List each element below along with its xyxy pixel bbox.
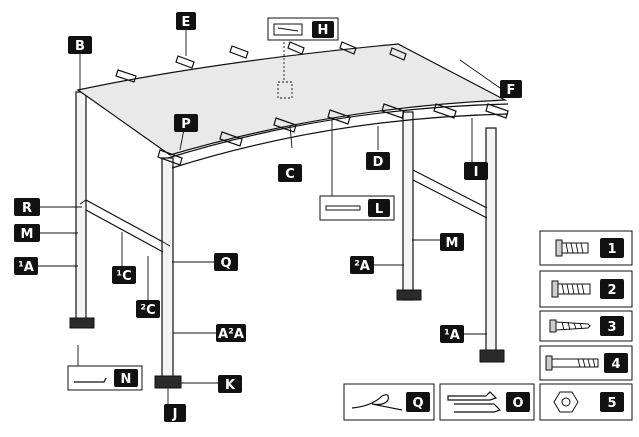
base-front-left: [154, 375, 182, 389]
bolt-long-icon: [545, 355, 599, 371]
svg-text:¹A: ¹A: [18, 260, 34, 275]
post-front-left: [161, 157, 174, 385]
rod-bent-icon: [74, 377, 107, 383]
svg-text:2: 2: [607, 283, 616, 298]
label-a1-left: ¹A: [14, 257, 38, 275]
part-labels: E B F P C D I R: [14, 12, 522, 422]
svg-text:Q: Q: [220, 256, 231, 271]
label-f: F: [500, 80, 522, 98]
label-j: J: [164, 404, 186, 422]
hardware-item-4: 4: [539, 345, 633, 381]
label-m-left: M: [14, 224, 40, 242]
svg-text:M: M: [21, 227, 34, 242]
post-back-left: [75, 91, 87, 328]
svg-text:J: J: [172, 407, 178, 422]
label-m-right: M: [440, 233, 464, 251]
svg-text:F: F: [507, 83, 516, 98]
label-c2: ²C: [136, 300, 160, 318]
label-a2a: A²A: [216, 324, 246, 342]
part-box-o: O: [439, 383, 535, 421]
svg-text:P: P: [181, 117, 191, 132]
label-d: D: [366, 152, 390, 170]
label-c: C: [278, 164, 302, 182]
part-box-h: H: [267, 17, 339, 41]
bolt-short-icon: [555, 239, 589, 257]
front-rafters: [157, 103, 509, 166]
svg-text:B: B: [75, 39, 85, 54]
hardware-item-1: 1: [539, 230, 633, 266]
svg-text:3: 3: [607, 320, 616, 335]
svg-text:5: 5: [607, 396, 616, 411]
nut-icon: [553, 391, 579, 413]
screw-icon: [549, 319, 591, 333]
label-a1-right: ¹A: [440, 325, 464, 343]
h-dashed-hint: [277, 42, 293, 99]
svg-text:I: I: [474, 165, 479, 180]
svg-text:K: K: [225, 378, 236, 393]
svg-text:E: E: [182, 15, 191, 30]
svg-text:1: 1: [607, 242, 616, 257]
rod-icon: [325, 205, 361, 211]
bolt-medium-icon: [551, 280, 591, 298]
svg-text:4: 4: [611, 357, 620, 372]
label-r: R: [14, 198, 40, 216]
pin-icon: [351, 394, 403, 411]
svg-text:²C: ²C: [140, 303, 155, 318]
base-back-left: [69, 317, 95, 329]
label-b: B: [68, 36, 92, 54]
part-box-n: N: [67, 365, 143, 391]
svg-text:M: M: [446, 236, 459, 251]
post-front-right: [485, 127, 497, 359]
svg-text:Q: Q: [412, 396, 423, 411]
hardware-item-2: 2: [539, 270, 633, 308]
base-back-right: [396, 289, 422, 301]
label-q-post: Q: [214, 253, 238, 271]
svg-text:C: C: [285, 167, 295, 182]
svg-text:N: N: [121, 372, 132, 387]
svg-text:A²A: A²A: [218, 327, 244, 342]
part-box-l: L: [319, 195, 395, 221]
hardware-item-5: 5: [539, 383, 633, 421]
svg-text:R: R: [22, 201, 32, 216]
svg-text:O: O: [512, 396, 523, 411]
svg-text:¹A: ¹A: [444, 328, 460, 343]
canopy-front-edge-2: [171, 113, 509, 169]
label-p: P: [174, 114, 198, 132]
wrench-icon: [447, 391, 502, 413]
hardware-list: 1 2 3: [539, 230, 633, 421]
svg-text:L: L: [375, 202, 383, 217]
label-k: K: [218, 375, 242, 393]
top-rafters: [115, 41, 407, 83]
post-back-right: [402, 111, 414, 301]
side-brace-left: [79, 199, 171, 247]
label-c1: ¹C: [112, 266, 136, 284]
label-e: E: [176, 12, 196, 30]
label-i: I: [464, 162, 488, 180]
base-front-right: [479, 349, 505, 363]
part-box-q: Q: [343, 383, 435, 421]
side-beam-left: [85, 199, 164, 253]
hardware-item-3: 3: [539, 310, 633, 342]
svg-text:¹C: ¹C: [116, 269, 131, 284]
svg-text:D: D: [373, 155, 384, 170]
pergola-structure: [38, 30, 509, 405]
label-a2-center: ²A: [350, 256, 374, 274]
side-beam-right: [412, 169, 488, 219]
svg-text:H: H: [318, 23, 329, 38]
svg-text:²A: ²A: [354, 259, 370, 274]
